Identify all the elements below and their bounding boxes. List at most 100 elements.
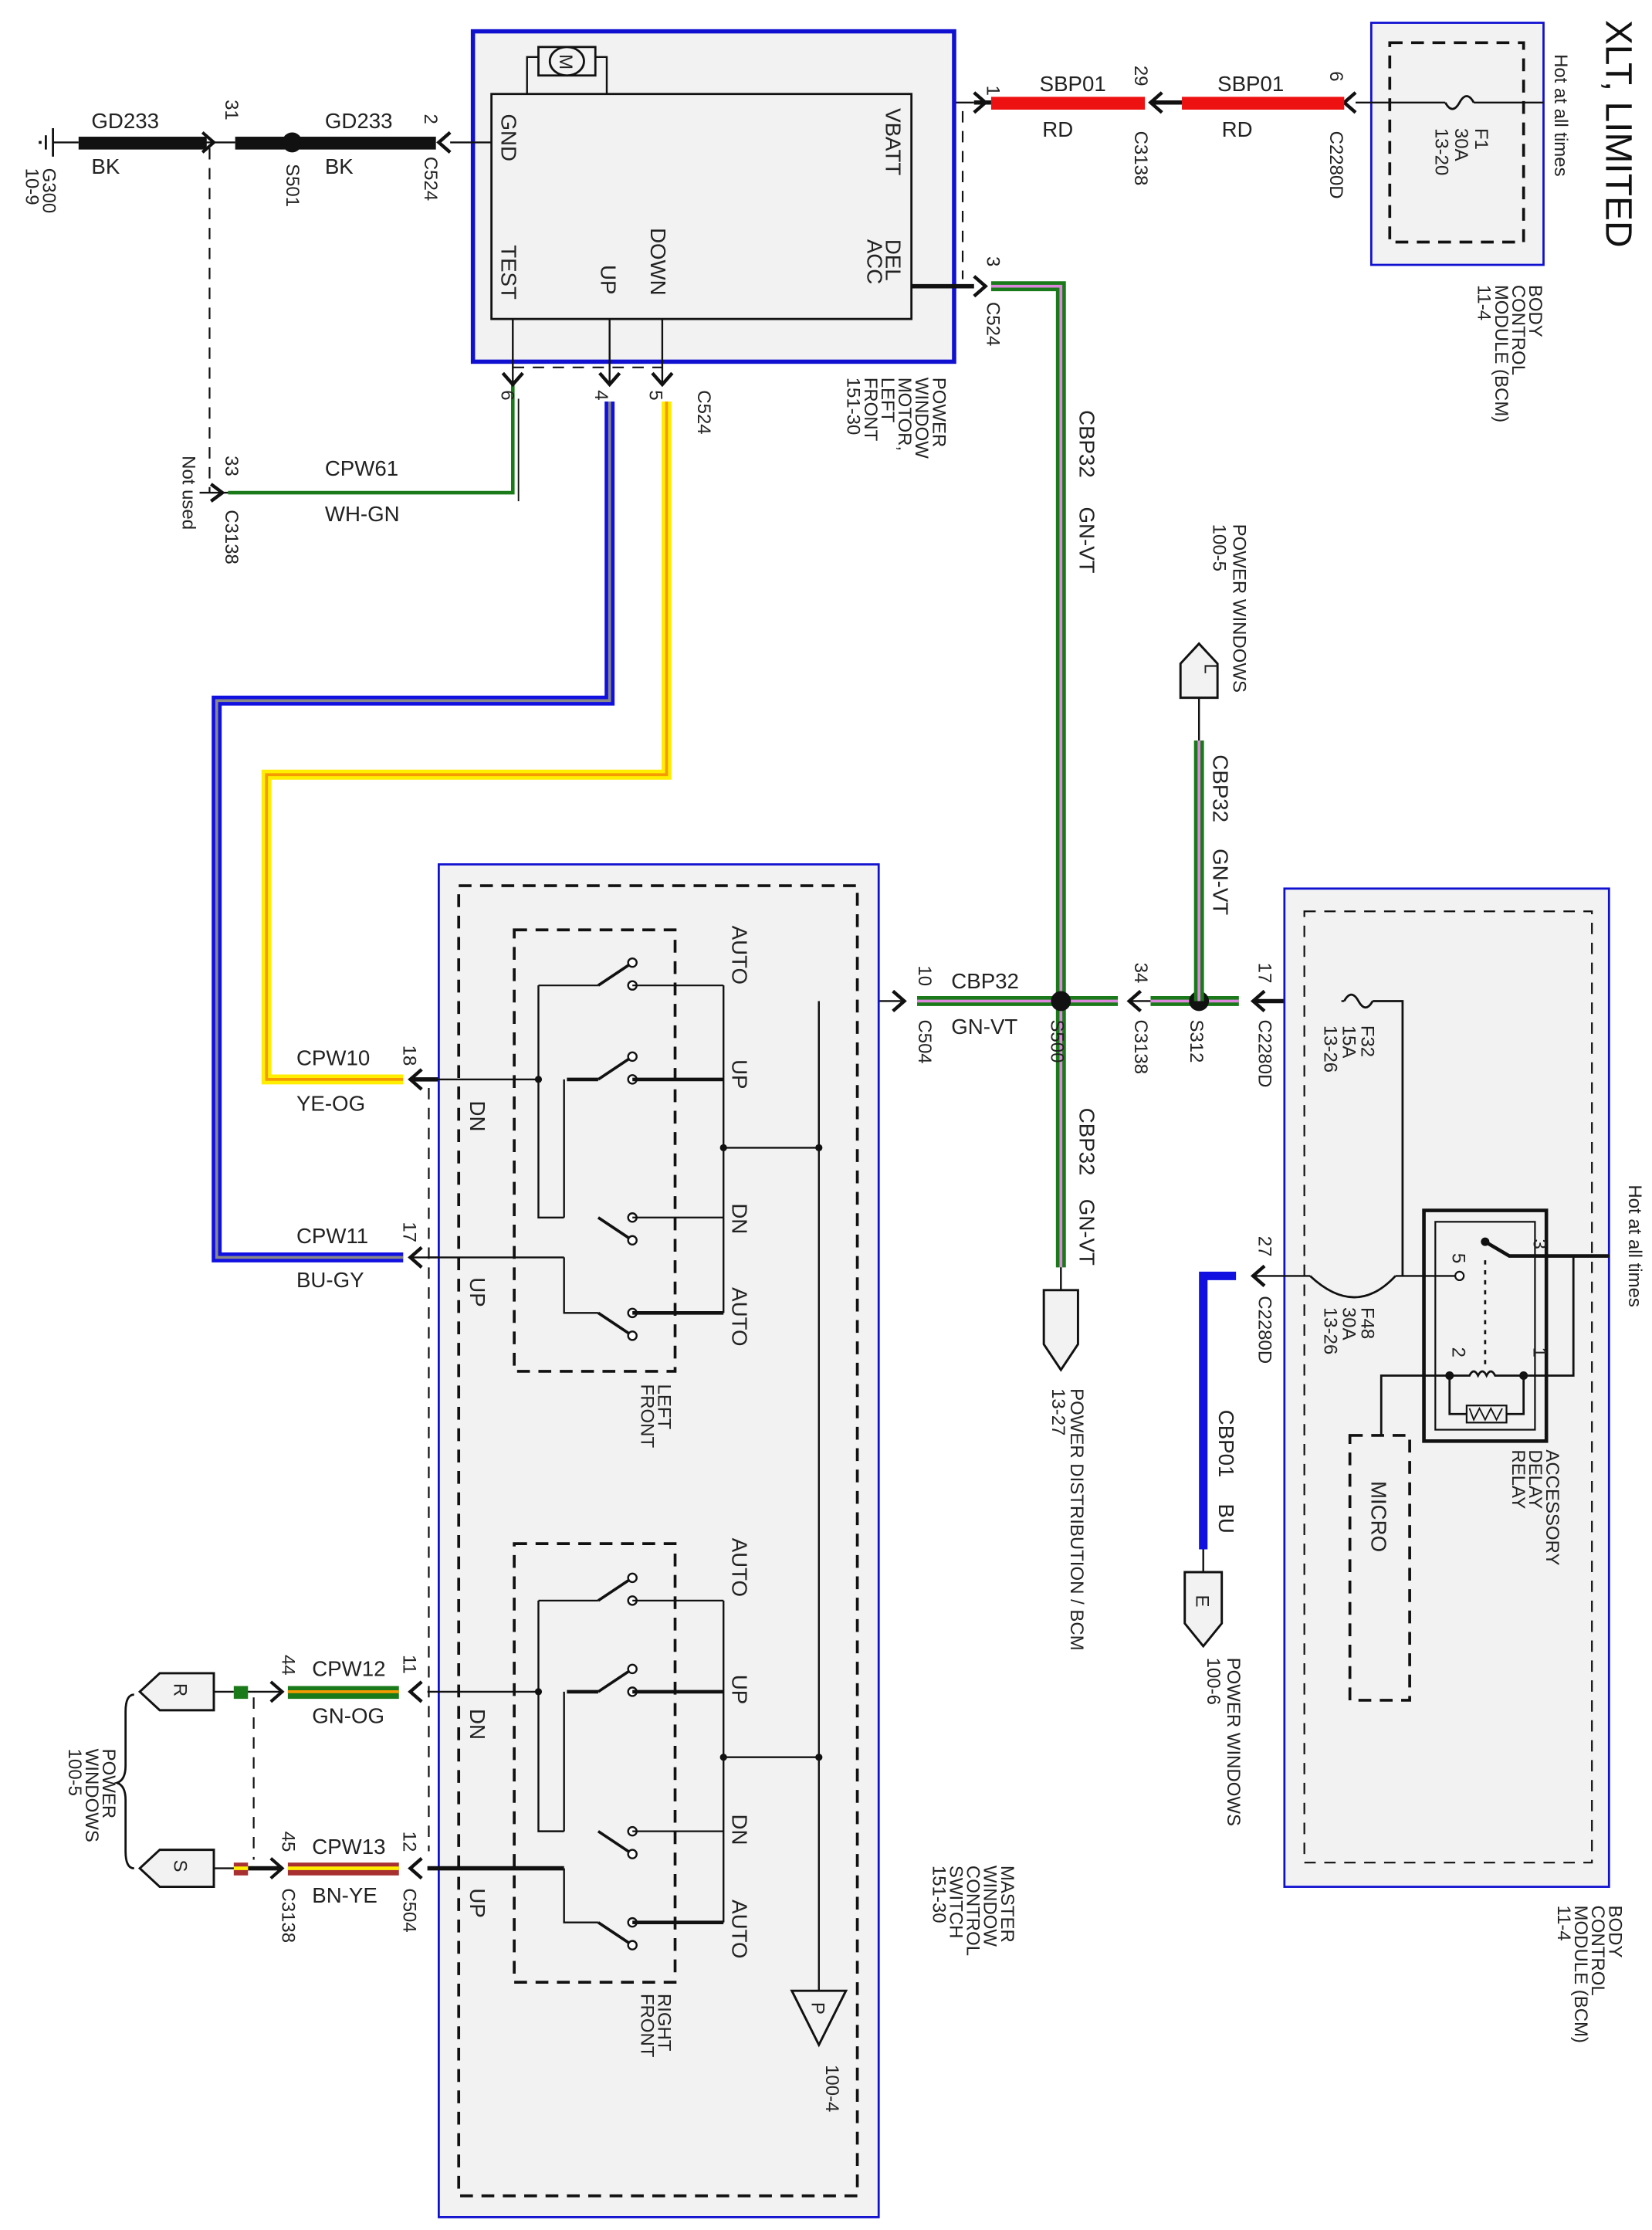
svg-text:P: P	[807, 2002, 828, 2015]
switch-icon	[538, 1572, 724, 1950]
splice-s501	[282, 132, 303, 153]
relay-name-3: RELAY	[1508, 1449, 1528, 1509]
motor-name-6: 151-30	[843, 378, 864, 435]
wire-color-cbp32-pw: GN-VT	[1209, 849, 1233, 915]
wire-color-sbp01-b: RD	[1222, 117, 1253, 141]
switch-name-4: SWITCH	[945, 1866, 966, 1939]
pin-10: 10	[914, 965, 935, 986]
connector-c3138-mid: C3138	[1130, 1019, 1151, 1074]
wire-label-cpw11: CPW11	[296, 1224, 368, 1248]
connector-c3138-top: C3138	[1130, 131, 1151, 186]
pin-11: 11	[398, 1655, 419, 1674]
wire-label-cbp01: CBP01	[1214, 1410, 1238, 1478]
fuse-f32-rating: 15A	[1338, 1025, 1359, 1059]
svg-text:RIGHT: RIGHT	[653, 1994, 674, 2052]
svg-text:L: L	[1200, 663, 1221, 673]
wire-label-cbp32-bottom: CBP32	[1075, 1108, 1099, 1176]
pin-label-vbatt: VBATT	[881, 108, 905, 175]
wire-label-gd233-a: GD233	[91, 109, 159, 133]
wire-label-sbp01-a: SBP01	[1040, 72, 1106, 96]
svg-text:AUTO: AUTO	[727, 1900, 751, 1958]
not-used-label: Not used	[178, 456, 198, 530]
dest-power-windows-l-ref: 100-5	[1209, 524, 1230, 571]
hot-at-all-times-label: Hot at all times	[1550, 54, 1571, 177]
svg-text:5: 5	[1447, 1253, 1468, 1263]
wire-color-cpw12: GN-OG	[312, 1703, 384, 1727]
connector-c2280d-f32: C2280D	[1254, 1019, 1275, 1087]
svg-text:UP: UP	[727, 1675, 751, 1704]
ground-ref-100-4: 100-4	[821, 2065, 842, 2112]
pin-1: 1	[982, 86, 1003, 96]
right-front-switch-block: AUTO UP DN AUTO DN UP RIGHT FRONT	[427, 1538, 823, 2058]
wire-label-cpw13: CPW13	[312, 1835, 385, 1859]
pin-label-acc: ACC	[862, 239, 886, 284]
pin-label-gnd: GND	[497, 114, 521, 161]
svg-text:UP: UP	[465, 1888, 489, 1917]
dest-power-windows-e: POWER WINDOWS	[1223, 1658, 1244, 1826]
motor-name-4: LEFT	[877, 378, 898, 423]
wire-cbp32-horizontal: 10 C504 CBP32 GN-VT S500 34 C3138 S312 1…	[818, 963, 1345, 1087]
connector-c2280d-f48: C2280D	[1254, 1296, 1275, 1364]
motor-name-5: FRONT	[860, 378, 881, 442]
splice-s501-label: S501	[282, 164, 303, 207]
hot-at-all-times-bottom: Hot at all times	[1624, 1184, 1645, 1307]
fuse-f48-id: F48	[1356, 1307, 1377, 1339]
connector-c504-top: C504	[914, 1019, 935, 1063]
wire-cbp32-power-windows: L CBP32 GN-VT POWER WINDOWS 100-5	[1179, 524, 1249, 1001]
fuse-f48-ref: 13-26	[1319, 1307, 1340, 1354]
master-window-switch: AUTO UP DN AUTO DN UP LEFT FRONT	[427, 863, 1017, 2218]
wire-color-cbp32-top: GN-VT	[1075, 507, 1099, 574]
wire-cpw13: S CPW13 BN-YE 12 45 C3138 C504	[137, 1832, 421, 1943]
dest-power-distribution: POWER DISTRIBUTION / BCM	[1066, 1388, 1087, 1651]
wire-label-gd233-b: GD233	[325, 109, 393, 133]
pin-12: 12	[398, 1832, 419, 1852]
pin-4-motor: 4	[591, 390, 611, 400]
pin-label-del: DEL	[881, 239, 905, 281]
wire-color-cbp32-bottom: GN-VT	[1075, 1199, 1099, 1266]
connector-p	[790, 1989, 848, 2048]
pin-label-test: TEST	[497, 245, 521, 300]
splice-s500	[1051, 991, 1071, 1012]
pin-17-bcm: 17	[1254, 963, 1275, 984]
dest-rs-3: 100-5	[64, 1749, 85, 1796]
power-window-motor-module: M GND VBATT TEST UP DOWN DEL ACC POWER W…	[450, 29, 974, 459]
bcm-bottom-name-3: MODULE (BCM)	[1570, 1906, 1591, 2043]
pin-31: 31	[221, 100, 242, 120]
switch-icon	[538, 957, 724, 1341]
pin-label-up: UP	[597, 265, 621, 294]
switch-name-3: CONTROL	[963, 1866, 983, 1956]
svg-text:LEFT: LEFT	[653, 1384, 674, 1430]
connector-c524-delacc: C524	[982, 302, 1003, 346]
svg-text:AUTO: AUTO	[727, 1538, 751, 1597]
wire-label-cbp32-horizontal: CBP32	[951, 969, 1019, 993]
svg-text:M: M	[555, 54, 576, 69]
fuse-f1-ref: 13-20	[1430, 128, 1451, 175]
connector-c3138-test: C3138	[221, 510, 242, 564]
bcm-top-name-4: 11-4	[1474, 285, 1495, 320]
dest-power-windows-l: POWER WINDOWS	[1228, 524, 1249, 693]
motor-bottom-connectors	[501, 371, 674, 388]
svg-text:S: S	[169, 1860, 190, 1872]
switch-name-1: MASTER	[997, 1866, 1017, 1943]
wire-color-gd233-a: BK	[91, 154, 120, 178]
wire-color-cpw10: YE-OG	[296, 1091, 365, 1115]
pin-6: 6	[1325, 71, 1346, 81]
brace-icon	[113, 1693, 134, 1869]
wire-label-cbp32-top: CBP32	[1075, 410, 1099, 478]
wire-cbp32-main: 3 C524 CBP32 GN-VT CBP32 GN-VT POWER DIS…	[973, 256, 1099, 1651]
pin-27: 27	[1254, 1236, 1275, 1257]
relay-coil-icon	[1445, 1370, 1528, 1381]
pin-label-down: DOWN	[646, 228, 670, 296]
bcm-top-name-2: CONTROL	[1508, 285, 1528, 375]
wire-sbp01: SBP01 RD SBP01 RD 6 C2280D 29 C3138 1	[911, 66, 1356, 199]
wire-label-cpw61: CPW61	[325, 456, 398, 480]
connector-e	[1183, 1571, 1224, 1649]
pin-17-switch: 17	[398, 1222, 419, 1242]
svg-text:AUTO: AUTO	[727, 1287, 751, 1346]
motor-icon: M	[526, 46, 608, 94]
bcm-top-module: F1 30A 13-20 Hot at all times BODY CONTR…	[1356, 22, 1571, 422]
svg-text:E: E	[1191, 1595, 1212, 1607]
fuse-f1-id: F1	[1471, 128, 1491, 150]
svg-text:FRONT: FRONT	[636, 1994, 657, 2058]
